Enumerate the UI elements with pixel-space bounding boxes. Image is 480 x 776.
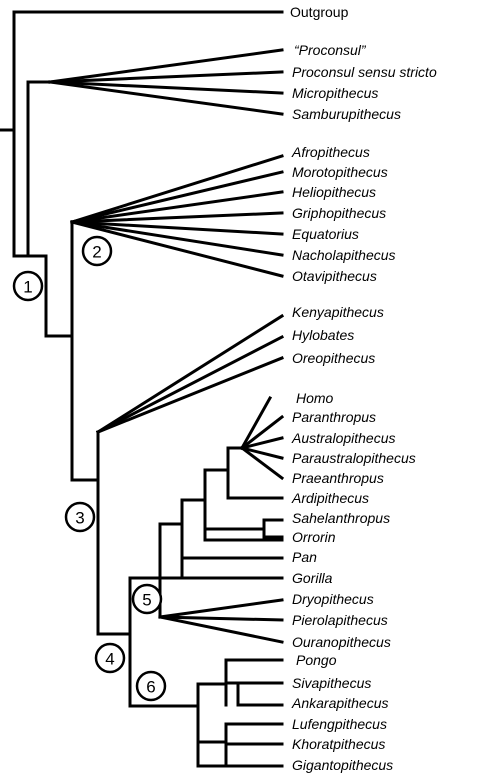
taxon-label: Lufengpithecus [292,716,387,732]
taxon-label: Sahelanthropus [292,510,390,526]
branch [12,10,30,132]
node-markers: 1 2 3 4 5 6 [12,235,167,702]
node-circle [135,670,167,702]
taxon-label: Dryopithecus [292,591,374,607]
node-circle [12,270,44,302]
taxon-label: Orrorin [292,529,336,545]
taxon-label: Otavipithecus [292,268,377,284]
branch [239,414,285,451]
taxon-label: Paranthropus [292,409,376,425]
branch [70,211,284,224]
taxon-label: Oreopithecus [292,350,375,366]
taxon-label: Micropithecus [292,85,378,101]
branch [95,334,285,435]
branch [70,220,284,278]
branch [48,70,284,84]
node-number: 2 [92,243,101,262]
taxon-label: Kenyapithecus [292,304,384,320]
taxon-label: Proconsul sensu stricto [292,64,437,80]
branch [239,395,273,451]
branch [70,220,284,236]
taxon-label: Ankarapithecus [291,695,389,711]
branch [158,615,284,622]
taxon-label: Sivapithecus [292,675,371,691]
taxon-label: Praeanthropus [292,470,384,486]
branch [70,190,284,224]
node-number: 6 [146,678,155,697]
taxon-labels: Outgroup “Proconsul” Proconsul sensu stric… [290,4,437,773]
taxon-label: Khoratpithecus [292,736,385,752]
branches [0,10,285,768]
taxon-label: “Proconsul” [294,42,367,58]
taxon-label: Morotopithecus [292,164,388,180]
node-number: 1 [23,278,32,297]
taxon-label: Paraustralopithecus [292,450,416,466]
node-number: 5 [142,591,151,610]
branch [96,356,284,434]
branch [48,80,284,95]
taxon-label: Pongo [296,652,337,668]
branch [158,598,284,619]
taxon-label: Homo [296,390,334,406]
taxon-label: Afropithecus [291,144,370,160]
branch [70,220,284,257]
node-circle [64,501,96,533]
branch [70,170,284,224]
branch [240,436,284,450]
branch [240,446,284,460]
taxon-label: Nacholapithecus [292,247,396,263]
taxon-label: Ardipithecus [291,490,369,506]
branch [239,445,285,481]
taxon-label: Heliopithecus [292,184,376,200]
node-number: 4 [105,650,114,669]
taxon-label: Gorilla [292,570,333,586]
taxon-label: Outgroup [290,4,349,20]
branch [70,154,284,224]
node-circle [131,583,163,615]
taxon-label: Griphopithecus [292,205,386,221]
taxon-label: Hylobates [292,327,354,343]
branch [158,615,284,644]
taxon-label: Pierolapithecus [292,612,388,628]
node-circle [94,642,126,674]
taxon-label: Pan [292,549,317,565]
branch [48,48,284,84]
taxon-label: Gigantopithecus [292,757,393,773]
branch [95,313,285,435]
taxon-label: Samburupithecus [292,106,401,122]
node-circle [81,235,113,267]
taxon-label: Ouranopithecus [292,634,391,650]
node-number: 3 [75,509,84,528]
taxon-label: Equatorius [292,226,359,242]
branch [48,80,284,116]
taxon-label: Australopithecus [291,430,396,446]
